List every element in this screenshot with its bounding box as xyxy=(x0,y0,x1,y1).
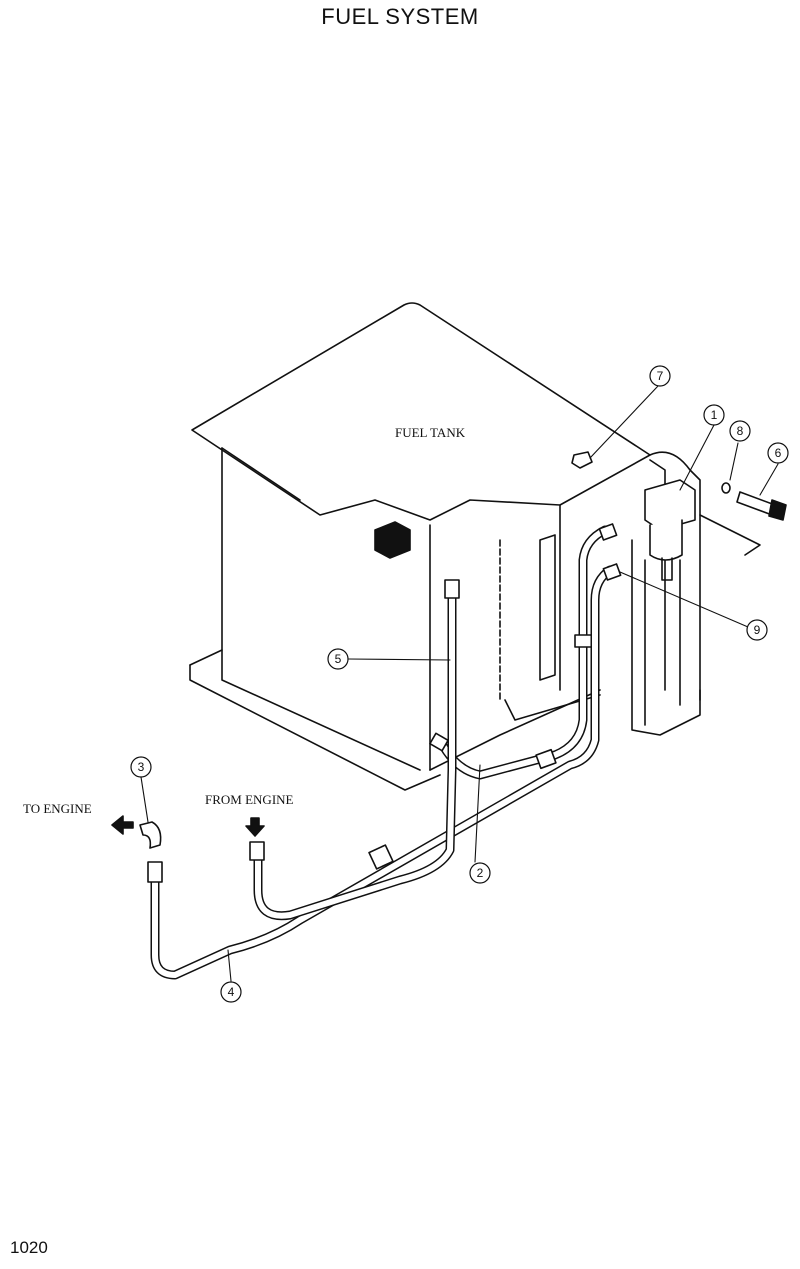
callout-2: 2 xyxy=(477,866,484,880)
fitting-tank-return xyxy=(429,732,449,752)
fitting-filter-outlet xyxy=(602,563,622,581)
elbow-fitting xyxy=(139,821,162,849)
leader-lines xyxy=(140,385,779,982)
page-title: FUEL SYSTEM xyxy=(321,4,479,29)
hose-2 xyxy=(435,525,610,780)
from-engine-arrow-icon xyxy=(245,817,265,837)
callout-8: 8 xyxy=(737,424,744,438)
callout-6: 6 xyxy=(775,446,782,460)
callout-1: 1 xyxy=(711,408,718,422)
fuel-tank-top xyxy=(191,302,691,521)
page-number: 1020 xyxy=(10,1238,48,1257)
fuel-tank-label: FUEL TANK xyxy=(395,425,466,440)
hose-5 xyxy=(253,579,460,921)
callout-3: 3 xyxy=(138,760,145,774)
from-engine-label: FROM ENGINE xyxy=(205,792,294,807)
washer xyxy=(721,482,731,494)
callout-5: 5 xyxy=(335,652,342,666)
callout-9: 9 xyxy=(754,623,761,637)
fitting-filter-inlet xyxy=(598,523,618,541)
fitting-from-engine xyxy=(249,841,265,861)
callout-circles xyxy=(130,365,789,1003)
hose-4 xyxy=(150,565,615,980)
callout-7: 7 xyxy=(657,369,664,383)
to-engine-label: TO ENGINE xyxy=(23,801,92,816)
nut xyxy=(571,451,593,469)
mounting-bolt xyxy=(736,491,787,521)
to-engine-arrow-icon xyxy=(111,815,134,835)
fitting-to-engine xyxy=(147,861,163,883)
callout-4: 4 xyxy=(228,985,235,999)
fuel-filter xyxy=(644,479,761,581)
fuel-tank-body xyxy=(189,447,701,791)
